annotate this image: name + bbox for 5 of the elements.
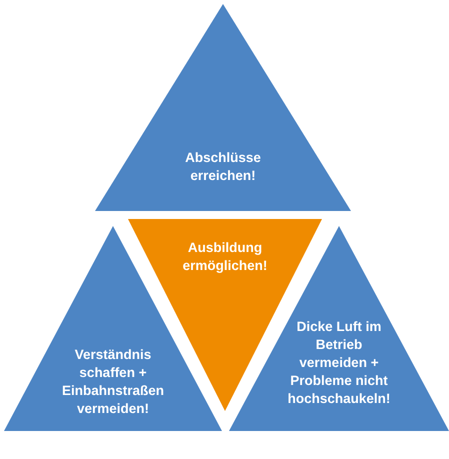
triangle-label: Dicke Luft im Betrieb vermeiden + Probleme nicht hochschaukeln! (286, 318, 392, 408)
triangle-label: Verständnis schaffen + Einbahnstraßen vermeiden! (60, 346, 165, 418)
triangle-label: Abschlüsse erreichen! (184, 149, 262, 185)
triangle-shape (95, 4, 351, 211)
triangle-label: Ausbildung ermöglichen! (182, 239, 268, 275)
